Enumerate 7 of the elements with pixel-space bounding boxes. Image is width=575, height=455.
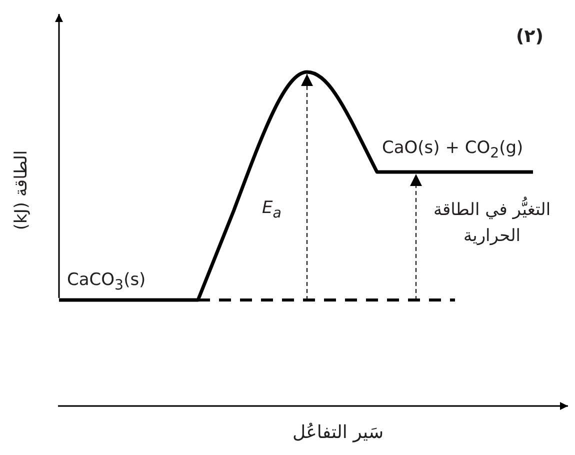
reactant-label: CaCO$_{3}$(s) bbox=[67, 270, 146, 294]
x-axis-label: سَير التفاعُل bbox=[292, 422, 384, 444]
energy-change-label: التغيُّر في الطاقة الحرارية bbox=[428, 198, 556, 249]
y-axis-label: الطاقة (kJ) bbox=[12, 150, 32, 230]
product-label: CaO(s) + CO$_{2}$(g) bbox=[382, 138, 524, 162]
figure-number: (٢) bbox=[516, 26, 544, 48]
activation-energy-label: E$_{a}$ bbox=[262, 198, 282, 222]
